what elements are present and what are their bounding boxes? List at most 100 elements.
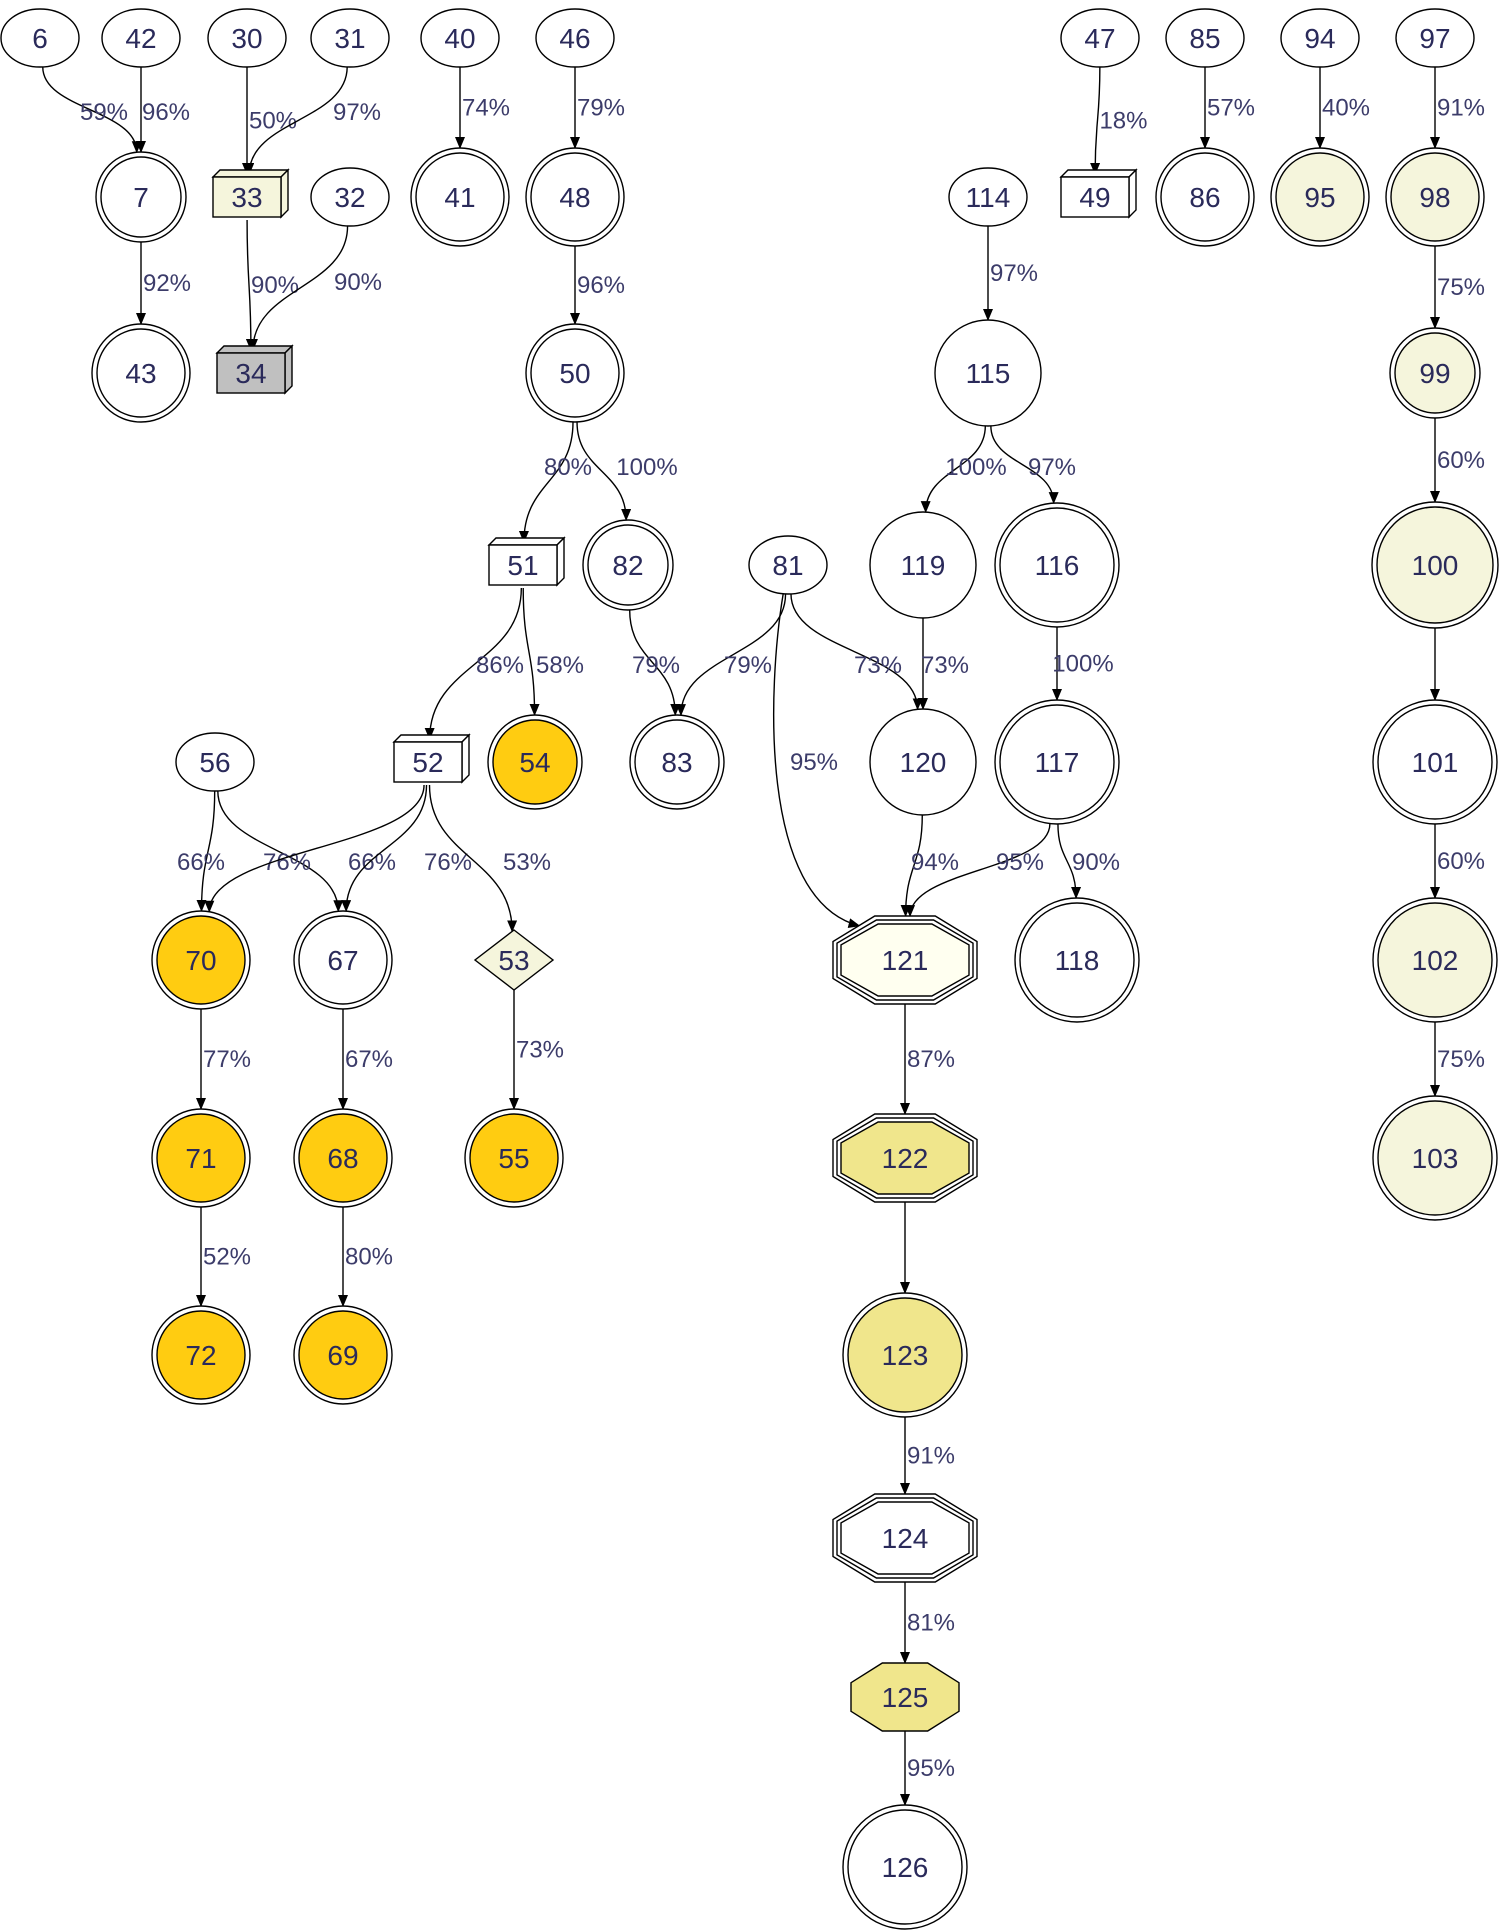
node-56[interactable]: 56 [175, 732, 255, 792]
node-51[interactable]: 51 [487, 536, 566, 587]
node-121[interactable]: 121 [832, 915, 978, 1005]
node-50[interactable]: 50 [525, 323, 625, 423]
node-67[interactable]: 67 [293, 910, 393, 1010]
edge-99-100: 60% [1430, 418, 1485, 503]
edge-label: 59% [80, 99, 128, 126]
node-94[interactable]: 94 [1280, 8, 1360, 68]
edge-101-102: 60% [1430, 824, 1485, 899]
edge-50-82: 100% [576, 421, 678, 522]
node-label: 121 [882, 945, 929, 976]
edge-label: 52% [203, 1244, 251, 1271]
node-label: 100 [1412, 550, 1459, 581]
edge-line [522, 587, 540, 717]
node-label: 31 [334, 23, 365, 54]
edge-label: 80% [345, 1244, 393, 1271]
node-label: 122 [882, 1143, 929, 1174]
node-98[interactable]: 98 [1385, 147, 1485, 247]
node-33[interactable]: 33 [211, 168, 290, 219]
node-114[interactable]: 114 [948, 167, 1028, 227]
node-6[interactable]: 6 [0, 8, 80, 68]
node-119[interactable]: 119 [869, 511, 977, 619]
node-54[interactable]: 54 [487, 714, 583, 810]
node-70[interactable]: 70 [151, 910, 251, 1010]
edge-125-126: 95% [900, 1731, 955, 1806]
node-43[interactable]: 43 [91, 323, 191, 423]
edge-line [244, 66, 348, 175]
node-115[interactable]: 115 [934, 319, 1042, 427]
node-label: 7 [133, 182, 149, 213]
node-42[interactable]: 42 [101, 8, 181, 68]
node-label: 125 [882, 1682, 929, 1713]
node-85[interactable]: 85 [1165, 8, 1245, 68]
node-49[interactable]: 49 [1059, 168, 1138, 219]
node-7[interactable]: 7 [95, 151, 187, 243]
edge-label: 75% [1437, 274, 1485, 301]
node-46[interactable]: 46 [535, 8, 615, 68]
node-102[interactable]: 102 [1372, 897, 1498, 1023]
node-shape [847, 1809, 963, 1925]
node-40[interactable]: 40 [420, 8, 500, 68]
edge-label: 95% [790, 749, 838, 776]
edge-label: 50% [249, 108, 297, 135]
node-47[interactable]: 47 [1060, 8, 1140, 68]
node-124[interactable]: 124 [832, 1493, 978, 1583]
node-86[interactable]: 86 [1155, 147, 1255, 247]
edge-label: 67% [345, 1046, 393, 1073]
node-52[interactable]: 52 [392, 733, 471, 784]
node-32[interactable]: 32 [310, 167, 390, 227]
node-30[interactable]: 30 [207, 8, 287, 68]
node-99[interactable]: 99 [1389, 327, 1481, 419]
node-72[interactable]: 72 [151, 1305, 251, 1405]
node-120[interactable]: 120 [869, 708, 977, 816]
node-shape [1165, 8, 1245, 68]
node-box-top [1059, 169, 1138, 178]
node-122[interactable]: 122 [832, 1113, 978, 1203]
node-116[interactable]: 116 [994, 502, 1120, 628]
node-101[interactable]: 101 [1372, 699, 1498, 825]
node-41[interactable]: 41 [410, 147, 510, 247]
node-103[interactable]: 103 [1372, 1095, 1498, 1221]
node-31[interactable]: 31 [310, 8, 390, 68]
node-100[interactable]: 100 [1371, 501, 1499, 629]
node-34[interactable]: 34 [215, 344, 294, 395]
node-label: 114 [966, 182, 1011, 213]
edge-line [628, 609, 681, 717]
edge-label: 75% [1437, 1046, 1485, 1073]
node-label: 6 [32, 23, 48, 54]
node-shape [587, 524, 669, 606]
node-123[interactable]: 123 [842, 1292, 968, 1418]
node-125[interactable]: 125 [850, 1662, 960, 1732]
node-shape [469, 1113, 559, 1203]
node-label: 81 [772, 550, 803, 581]
edge-52-70: 66% [204, 784, 425, 913]
node-81[interactable]: 81 [748, 535, 828, 595]
node-shape [492, 719, 578, 805]
node-box-side [461, 733, 470, 784]
edge-line [42, 66, 142, 154]
node-69[interactable]: 69 [293, 1305, 393, 1405]
node-shape [298, 1310, 388, 1400]
edge-label: 95% [907, 1755, 955, 1782]
node-label: 43 [125, 358, 156, 389]
edge-46-48: 79% [570, 67, 625, 149]
node-55[interactable]: 55 [464, 1108, 564, 1208]
node-95[interactable]: 95 [1270, 147, 1370, 247]
node-48[interactable]: 48 [525, 147, 625, 247]
node-box-side [556, 536, 565, 587]
edge-82-83: 79% [628, 609, 681, 717]
edge-7-43: 92% [136, 242, 191, 325]
node-label: 49 [1079, 182, 1110, 213]
node-71[interactable]: 71 [151, 1108, 251, 1208]
node-117[interactable]: 117 [994, 699, 1120, 825]
node-126[interactable]: 126 [842, 1804, 968, 1930]
node-shape [1019, 902, 1135, 1018]
edge-124-125: 81% [900, 1582, 955, 1664]
node-shape [840, 923, 970, 997]
node-83[interactable]: 83 [629, 714, 725, 810]
node-82[interactable]: 82 [582, 519, 674, 611]
node-118[interactable]: 118 [1014, 897, 1140, 1023]
node-53[interactable]: 53 [473, 929, 555, 991]
node-97[interactable]: 97 [1395, 8, 1475, 68]
node-label: 47 [1084, 23, 1115, 54]
node-68[interactable]: 68 [293, 1108, 393, 1208]
